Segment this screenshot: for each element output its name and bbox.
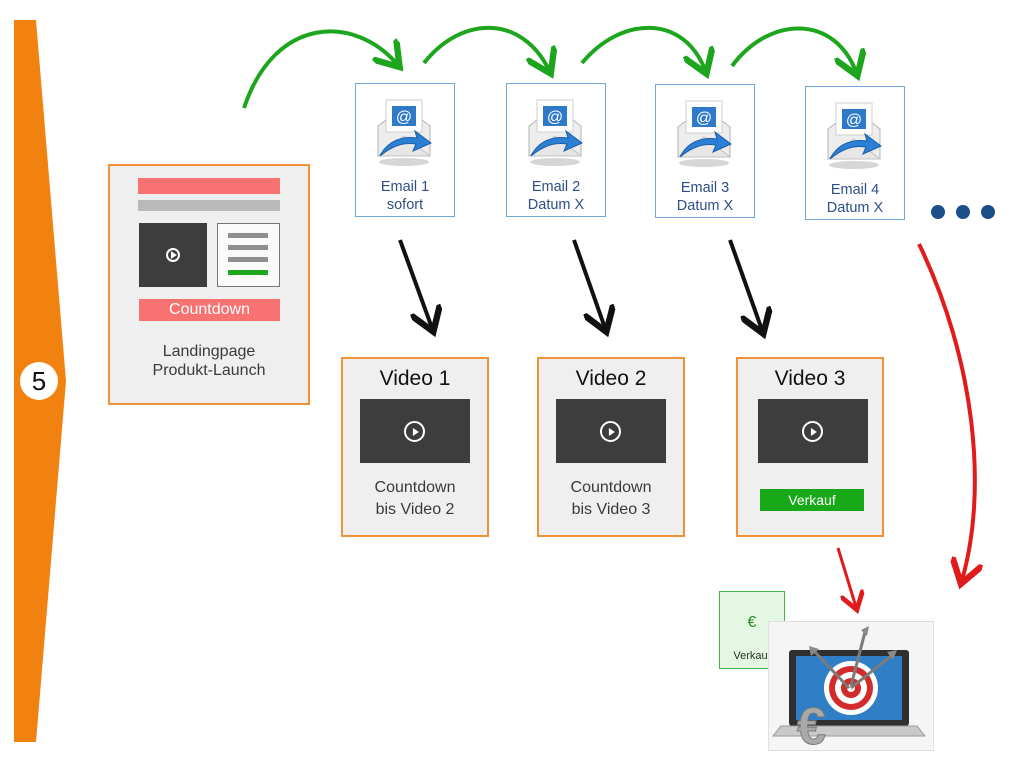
svg-text:@: @ (846, 112, 862, 129)
green-arrow-1 (242, 29, 397, 109)
email-label: Email 2 Datum X (507, 178, 605, 214)
email-label-line2: Datum X (676, 198, 734, 214)
more-ellipsis-icon (931, 205, 1006, 224)
play-icon (166, 248, 180, 262)
red-arrow-short (836, 547, 856, 607)
email-label: Email 3 Datum X (656, 179, 754, 215)
email-card-3: @ Email 3 Datum X (655, 84, 755, 218)
video-desc-line1: Countdown (374, 479, 456, 496)
video-card-2: Video 2 Countdown bis Video 3 (537, 357, 685, 537)
form-line (228, 257, 268, 262)
video-desc-line2: bis Video 3 (571, 501, 651, 518)
landing-countdown-bar: Countdown (139, 299, 280, 321)
svg-text:@: @ (547, 109, 563, 126)
landing-header-bar (138, 178, 280, 194)
svg-text:@: @ (396, 109, 412, 126)
email-icon: @ (527, 99, 583, 166)
black-arrow-2 (572, 239, 605, 328)
play-icon (404, 421, 425, 442)
email-label-line1: Email 2 (531, 179, 581, 195)
email-label-line2: Datum X (826, 200, 884, 216)
email-label-line1: Email 1 (380, 179, 430, 195)
email-label-line1: Email 3 (680, 180, 730, 196)
video-title: Video 1 (379, 367, 451, 390)
video-screen (360, 399, 470, 463)
email-label-line1: Email 4 (830, 182, 880, 198)
euro-icon: € (747, 614, 757, 631)
video-screen (556, 399, 666, 463)
video-card-1: Video 1 Countdown bis Video 2 (341, 357, 489, 537)
email-label: Email 4 Datum X (806, 181, 904, 217)
email-icon: @ (376, 99, 432, 166)
laptop-target-icon: € (771, 626, 927, 757)
step-number: 5 (20, 362, 58, 400)
green-arrow-4 (730, 26, 856, 72)
dot (981, 205, 995, 219)
play-icon (600, 421, 621, 442)
dot (956, 205, 970, 219)
landing-form-box (217, 223, 280, 287)
video-screen (758, 399, 868, 463)
video-title: Video 3 (774, 367, 846, 390)
svg-text:€: € (797, 698, 826, 750)
email-label-line2: Datum X (527, 197, 585, 213)
dot (931, 205, 945, 219)
video-countdown-text: Countdown bis Video 3 (539, 477, 683, 521)
email-card-4: @ Email 4 Datum X (805, 86, 905, 220)
email-card-2: @ Email 2 Datum X (506, 83, 606, 217)
landing-label-line1: Landingpage (162, 343, 256, 360)
sale-ticket-label: Verkauf (733, 650, 771, 662)
email-label: Email 1 sofort (356, 178, 454, 214)
video-countdown-text: Countdown bis Video 2 (343, 477, 487, 521)
green-arrow-3 (580, 25, 705, 70)
black-arrow-3 (728, 239, 762, 330)
sales-goal-image: € (768, 621, 934, 757)
landing-label-line2: Produkt-Launch (152, 362, 266, 379)
email-card-1: @ Email 1 sofort (355, 83, 455, 217)
svg-text:@: @ (696, 110, 712, 127)
email-icon: @ (826, 102, 882, 169)
form-submit-line (228, 270, 268, 275)
red-arrow-curve (917, 243, 975, 580)
video-desc-line1: Countdown (570, 479, 652, 496)
form-line (228, 245, 268, 250)
email-label-line2: sofort (386, 197, 424, 213)
video-desc-line2: bis Video 2 (375, 501, 455, 518)
play-icon (802, 421, 823, 442)
landing-subheader-bar (138, 200, 280, 211)
video-title: Video 2 (575, 367, 647, 390)
email-icon: @ (676, 100, 732, 167)
black-arrow-1 (398, 239, 432, 328)
sale-button[interactable]: Verkauf (760, 489, 864, 511)
green-arrow-2 (422, 25, 549, 70)
landing-page-card: Countdown Landingpage Produkt-Launch (108, 164, 310, 405)
video-card-3: Video 3 Verkauf (736, 357, 884, 537)
form-line (228, 233, 268, 238)
landing-label: Landingpage Produkt-Launch (110, 342, 308, 380)
landing-video-thumb (139, 223, 207, 287)
